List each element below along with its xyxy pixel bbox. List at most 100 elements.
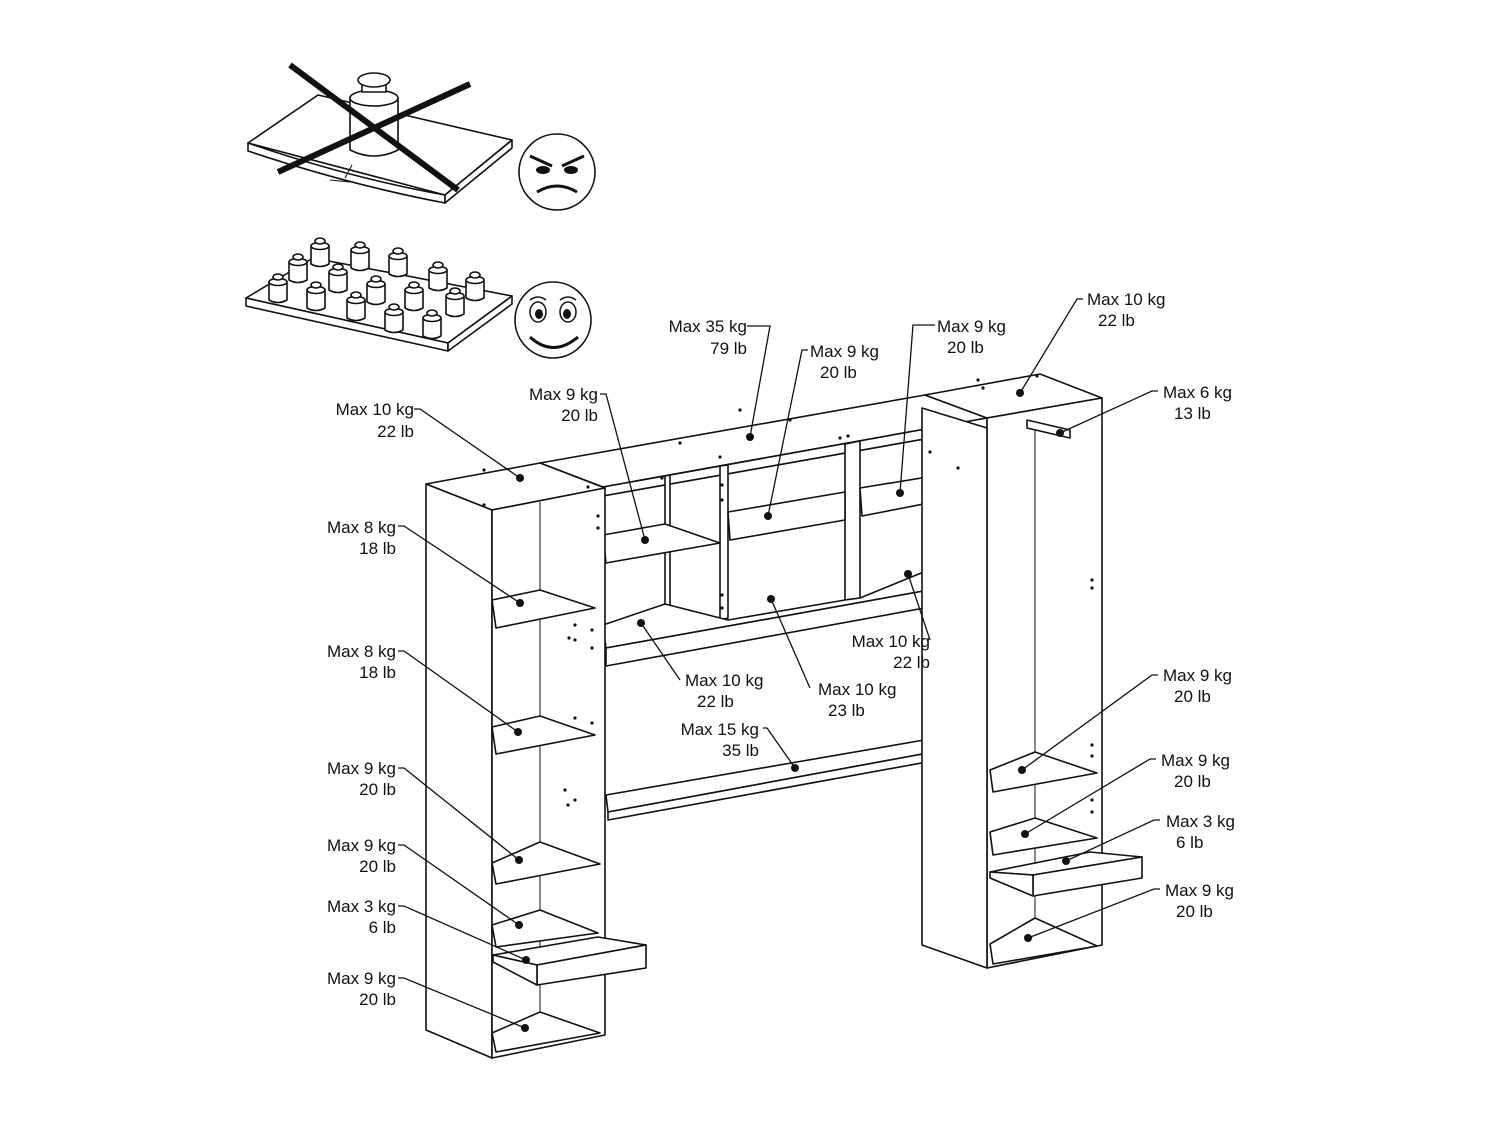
svg-text:Max 9 kg: Max 9 kg <box>937 317 1006 336</box>
svg-text:Max 9 kg: Max 9 kg <box>529 385 598 404</box>
svg-text:Max 9 kg: Max 9 kg <box>1161 751 1230 770</box>
angry-face-icon <box>518 133 596 211</box>
svg-text:Max 10 kg: Max 10 kg <box>852 632 930 651</box>
svg-text:18 lb: 18 lb <box>359 539 396 558</box>
weight-knob <box>392 247 404 255</box>
weight-knob <box>408 281 420 289</box>
callout-bridge-top: Max 35 kg 79 lb <box>669 317 771 441</box>
weight-icon <box>404 289 424 312</box>
svg-text:Max 15 kg: Max 15 kg <box>681 720 759 739</box>
assembly-hole <box>846 434 850 438</box>
svg-text:22 lb: 22 lb <box>893 653 930 672</box>
callout-bridge-lower-right: Max 10 kg 22 lb <box>852 570 931 672</box>
callouts: Max 10 kg 22 lb Max 8 kg 18 lb Max 8 kg … <box>327 290 1235 1032</box>
callout-right-drawer: Max 3 kg 6 lb <box>1062 812 1235 865</box>
weight-icon <box>428 269 448 292</box>
callout-right-shelf-1: Max 9 kg 20 lb <box>1018 666 1232 774</box>
callout-bridge-shelf-left: Max 9 kg 20 lb <box>529 385 649 544</box>
happy-face-icon <box>514 281 592 359</box>
assembly-hole <box>738 408 742 412</box>
weight-icon <box>268 281 288 304</box>
weight-knob <box>314 237 326 245</box>
weight-knob <box>332 263 344 271</box>
assembly-hole <box>1090 754 1094 758</box>
weight-knob <box>449 287 461 295</box>
assembly-hole <box>981 386 985 390</box>
svg-text:Max 8 kg: Max 8 kg <box>327 518 396 537</box>
svg-text:20 lb: 20 lb <box>1176 902 1213 921</box>
furniture-drawing <box>425 373 1143 1059</box>
svg-text:13 lb: 13 lb <box>1174 404 1211 423</box>
weight-icon <box>346 299 366 322</box>
svg-text:Max 3 kg: Max 3 kg <box>1166 812 1235 831</box>
callout-right-shelf-2: Max 9 kg 20 lb <box>1021 751 1230 838</box>
weight-knob <box>388 303 400 311</box>
assembly-hole <box>590 646 594 650</box>
weight-knob <box>370 275 382 283</box>
assembly-hole <box>956 466 960 470</box>
weight-icon <box>388 255 408 278</box>
assembly-hole <box>566 803 570 807</box>
weight-knob <box>292 253 304 261</box>
svg-text:Max 8 kg: Max 8 kg <box>327 642 396 661</box>
svg-text:20 lb: 20 lb <box>1174 772 1211 791</box>
assembly-hole <box>678 441 682 445</box>
assembly-hole <box>1090 743 1094 747</box>
svg-text:Max 9 kg: Max 9 kg <box>327 759 396 778</box>
svg-text:Max 35 kg: Max 35 kg <box>669 317 747 336</box>
svg-text:Max 10 kg: Max 10 kg <box>336 400 414 419</box>
svg-text:35 lb: 35 lb <box>722 741 759 760</box>
callout-left-bottom: Max 9 kg 20 lb <box>327 969 529 1032</box>
svg-text:22 lb: 22 lb <box>697 692 734 711</box>
svg-text:Max 10 kg: Max 10 kg <box>818 680 896 699</box>
svg-text:Max 10 kg: Max 10 kg <box>685 671 763 690</box>
assembly-hole <box>573 638 577 642</box>
assembly-hole <box>838 436 842 440</box>
weight-icon <box>445 295 465 318</box>
assembly-hole <box>788 418 792 422</box>
callout-bridge-lower-mid: Max 10 kg 23 lb <box>767 595 896 720</box>
weight-knob <box>310 281 322 289</box>
weight-knob <box>350 291 362 299</box>
assembly-hole <box>1090 578 1094 582</box>
assembly-hole <box>563 788 567 792</box>
svg-text:Max 3 kg: Max 3 kg <box>327 897 396 916</box>
assembly-hole <box>482 468 486 472</box>
weight-knob <box>469 271 481 279</box>
assembly-hole <box>482 503 486 507</box>
weight-knob <box>272 273 284 281</box>
assembly-hole <box>1090 810 1094 814</box>
svg-text:22 lb: 22 lb <box>1098 311 1135 330</box>
weight-knob <box>354 241 366 249</box>
svg-text:Max 9 kg: Max 9 kg <box>810 342 879 361</box>
assembly-hole <box>590 721 594 725</box>
svg-text:22 lb: 22 lb <box>377 422 414 441</box>
weight-knob <box>432 261 444 269</box>
svg-text:Max 10 kg: Max 10 kg <box>1087 290 1165 309</box>
callout-left-shelf-1: Max 8 kg 18 lb <box>327 518 524 607</box>
callout-bridge-desk: Max 15 kg 35 lb <box>681 720 799 772</box>
assembly-hole <box>720 606 724 610</box>
svg-text:20 lb: 20 lb <box>561 406 598 425</box>
weight-icon <box>422 317 442 340</box>
callout-right-bottom: Max 9 kg 20 lb <box>1024 881 1234 942</box>
distributed-load-illustration <box>245 237 513 352</box>
weight-icon <box>465 279 485 302</box>
svg-text:20 lb: 20 lb <box>1174 687 1211 706</box>
weight-icon <box>288 261 308 284</box>
assembly-hole <box>586 485 590 489</box>
svg-text:6 lb: 6 lb <box>369 918 396 937</box>
assembly-hole <box>928 450 932 454</box>
svg-text:20 lb: 20 lb <box>947 338 984 357</box>
callout-bridge-lower-left: Max 10 kg 22 lb <box>637 619 763 711</box>
svg-text:79 lb: 79 lb <box>710 339 747 358</box>
callout-right-rail: Max 6 kg 13 lb <box>1056 383 1232 437</box>
assembly-hole <box>1090 586 1094 590</box>
svg-text:Max 6 kg: Max 6 kg <box>1163 383 1232 402</box>
svg-text:20 lb: 20 lb <box>359 990 396 1009</box>
svg-text:18 lb: 18 lb <box>359 663 396 682</box>
callout-left-shelf-4: Max 9 kg 20 lb <box>327 836 523 929</box>
callout-left-top: Max 10 kg 22 lb <box>336 400 524 482</box>
assembly-hole <box>1035 374 1039 378</box>
svg-text:Max 9 kg: Max 9 kg <box>1165 881 1234 900</box>
